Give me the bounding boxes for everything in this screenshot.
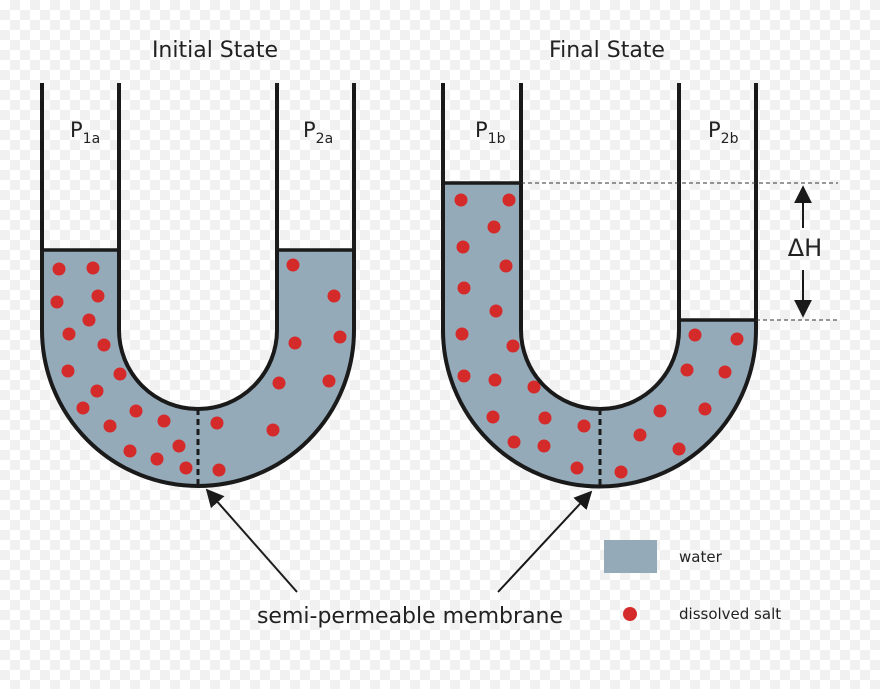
initial-salt-particle [286, 258, 300, 272]
initial-salt-particle [52, 262, 66, 276]
initial-salt-particle [103, 419, 117, 433]
legend-salt-swatch [623, 607, 637, 621]
final-salt-particle [688, 328, 702, 342]
final-salt-particle [488, 373, 502, 387]
initial-salt-particle [62, 327, 76, 341]
initial-salt-particle [266, 423, 280, 437]
initial-salt-particle [179, 461, 193, 475]
initial-salt-particle [76, 401, 90, 415]
final-tube-outer-wall [441, 83, 758, 489]
initial-salt-particle [129, 404, 143, 418]
initial-salt-particle [86, 261, 100, 275]
final-salt-particle [499, 259, 513, 273]
initial-salt-particle [61, 364, 75, 378]
final-state-title: Final State [549, 38, 665, 63]
initial-salt-particle [322, 374, 336, 388]
final-salt-particle [489, 304, 503, 318]
final-salt-particle [718, 365, 732, 379]
final-salt-particle [457, 369, 471, 383]
initial-salt-particle [123, 444, 137, 458]
initial-left-pressure-label: P1a [70, 118, 100, 147]
final-salt-particle [456, 240, 470, 254]
initial-tube-outer-wall [40, 83, 356, 488]
final-salt-particle [502, 193, 516, 207]
final-salt-particle [633, 428, 647, 442]
legend-water-label: water [679, 548, 723, 566]
initial-salt-particles [50, 258, 347, 477]
initial-state-panel: Initial State P1a P2a [40, 38, 356, 488]
final-salt-particle [570, 461, 584, 475]
initial-salt-particle [90, 384, 104, 398]
final-salt-particle [538, 411, 552, 425]
final-water [443, 183, 756, 487]
legend: water dissolved salt [604, 540, 781, 623]
initial-salt-particle [272, 376, 286, 390]
final-salt-particle [577, 419, 591, 433]
final-left-pressure-label: P1b [475, 118, 506, 147]
initial-salt-particle [333, 330, 347, 344]
final-salt-particle [457, 281, 471, 295]
membrane-arrow-right [497, 490, 593, 593]
final-salt-particle [730, 332, 744, 346]
initial-salt-particle [157, 414, 171, 428]
final-salt-particle [614, 465, 628, 479]
initial-salt-particle [50, 295, 64, 309]
initial-salt-particle [82, 313, 96, 327]
final-salt-particle [698, 402, 712, 416]
initial-state-title: Initial State [152, 38, 278, 63]
initial-tube-inner-wall [117, 83, 279, 411]
final-salt-particle [455, 327, 469, 341]
final-right-pressure-label: P2b [708, 118, 739, 147]
delta-h-label: ΔH [788, 234, 822, 262]
final-state-panel: Final State P1b P2b ΔH [441, 38, 838, 489]
final-salt-particle [486, 410, 500, 424]
initial-salt-particle [91, 289, 105, 303]
final-salt-particle [680, 363, 694, 377]
initial-salt-particle [212, 463, 226, 477]
initial-salt-particle [327, 289, 341, 303]
membrane-callout: semi-permeable membrane [205, 488, 593, 629]
final-salt-particle [487, 220, 501, 234]
final-salt-particle [506, 339, 520, 353]
final-salt-particle [527, 380, 541, 394]
legend-salt-label: dissolved salt [679, 605, 781, 623]
initial-right-pressure-label: P2a [303, 118, 333, 147]
membrane-arrow-left [205, 488, 298, 593]
final-salt-particle [454, 193, 468, 207]
final-salt-particle [507, 435, 521, 449]
final-salt-particle [653, 404, 667, 418]
initial-salt-particle [288, 336, 302, 350]
membrane-label: semi-permeable membrane [257, 604, 563, 629]
final-salt-particle [672, 442, 686, 456]
initial-salt-particle [113, 367, 127, 381]
initial-salt-particle [172, 439, 186, 453]
final-salt-particles [454, 193, 744, 479]
initial-salt-particle [210, 416, 224, 430]
initial-salt-particle [97, 338, 111, 352]
final-tube-inner-wall [519, 83, 681, 411]
final-salt-particle [537, 439, 551, 453]
legend-water-swatch [604, 540, 657, 573]
initial-salt-particle [150, 452, 164, 466]
